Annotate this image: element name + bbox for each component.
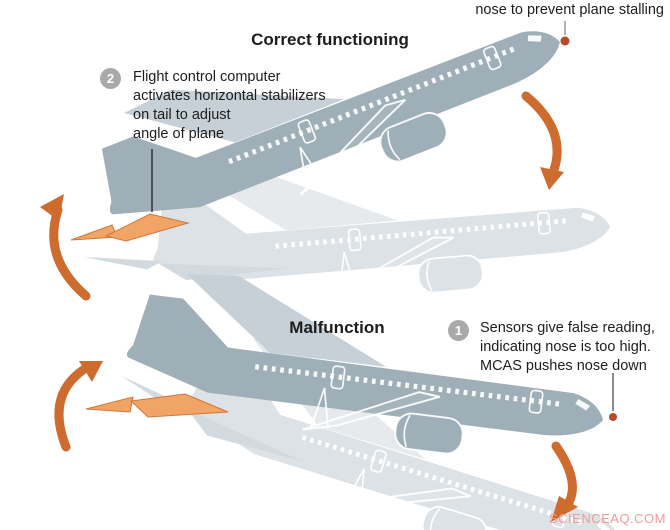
stabilizer-orange-left-top	[70, 224, 118, 241]
step-badge-2: 2	[100, 68, 121, 89]
stabilizer-orange-left-bottom	[85, 396, 134, 413]
curved-arrow-down-icon	[521, 91, 564, 190]
heading-correct-functioning: Correct functioning	[251, 30, 409, 49]
stabilizer-orange-right-bottom	[129, 393, 229, 418]
curved-arrow-up-icon	[40, 194, 91, 301]
red-dot-icon-bottom	[609, 413, 617, 421]
stabilizer-orange-right-top	[104, 213, 190, 242]
step1-description: Sensors give false reading, indicating n…	[480, 320, 655, 374]
curved-arrow-down-icon	[551, 441, 578, 522]
heading-malfunction: Malfunction	[289, 318, 385, 337]
red-dot-icon-top	[560, 36, 570, 46]
step2-description: Flight control computer activates horizo…	[133, 69, 326, 142]
annotation-nose-stalling: nose to prevent plane stalling	[475, 2, 664, 18]
step-badge-1: 1	[448, 320, 469, 341]
curved-arrow-up-icon	[54, 361, 103, 452]
watermark: SCIENCEAQ.COM	[548, 511, 666, 526]
